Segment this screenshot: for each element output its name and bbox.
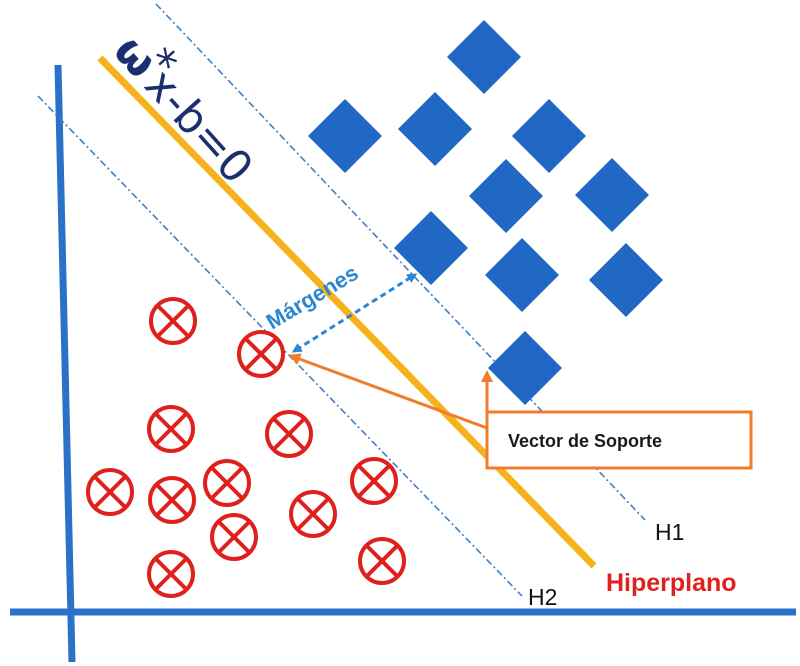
- circle-point: [265, 410, 313, 458]
- diamond-point: [512, 99, 586, 173]
- diamond-point: [394, 211, 468, 285]
- circle-point: [358, 537, 406, 585]
- hyperplane-label: Hiperplano: [606, 569, 737, 597]
- h2-label: H2: [528, 584, 557, 610]
- support-vector-label: Vector de Soporte: [508, 431, 662, 451]
- circle-point: [210, 513, 258, 561]
- diamond-point: [398, 92, 472, 166]
- margin-arrow: [291, 273, 418, 353]
- diamond-point: [469, 159, 543, 233]
- hyperplane-equation: ω * x-b=0: [104, 25, 263, 193]
- h1-label: H1: [655, 519, 684, 545]
- circle-point: [237, 330, 285, 378]
- support-vector-arrow-circle: [288, 353, 488, 430]
- diamond-point: [575, 158, 649, 232]
- margins-label: Márgenes: [262, 260, 363, 334]
- circle-class-points: [86, 297, 406, 598]
- circle-point: [147, 405, 195, 453]
- y-axis: [54, 64, 76, 663]
- margin-line-h1: [155, 3, 646, 521]
- circle-point: [203, 459, 251, 507]
- circle-point: [147, 550, 195, 598]
- support-vector-box: [485, 410, 753, 470]
- circle-point: [289, 490, 337, 538]
- circle-point: [148, 476, 196, 524]
- diamond-point: [308, 99, 382, 173]
- circle-point: [86, 468, 134, 516]
- equation-text: x-b=0: [135, 59, 263, 193]
- diamond-point: [485, 238, 559, 312]
- diamond-point: [447, 20, 521, 94]
- circle-point: [149, 297, 197, 345]
- diamond-class-points: [308, 20, 663, 405]
- diamond-point: [589, 243, 663, 317]
- diamond-point: [488, 331, 562, 405]
- circle-point: [350, 457, 398, 505]
